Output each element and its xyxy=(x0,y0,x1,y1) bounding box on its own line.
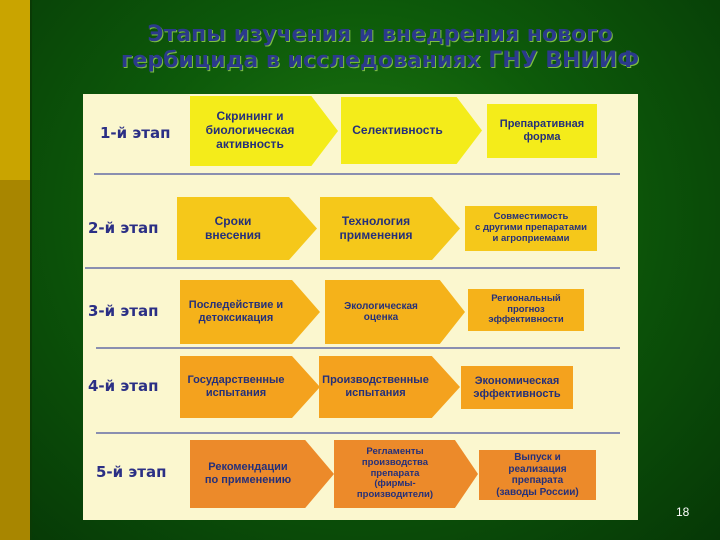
left-accent-bar-bottom xyxy=(0,180,30,540)
stage-5-step-2-text: Регламенты производства препарата (фирмы… xyxy=(356,445,434,501)
stage-3-divider xyxy=(96,347,620,349)
stage-2-step-1-text: Сроки внесения xyxy=(204,213,262,242)
stage-4-label: 4-й этап xyxy=(88,377,159,395)
stage-1-step-1-text: Скрининг и биологическая активность xyxy=(205,109,295,151)
stage-3-step-1-text: Последействие и детоксикация xyxy=(188,299,284,324)
stage-1-step-3-box: Препаративная форма xyxy=(487,104,597,158)
slide-title: Этапы изучения и внедрения нового гербиц… xyxy=(120,22,640,73)
stage-4-step-1-text: Государственные испытания xyxy=(187,374,285,399)
stage-1-label: 1-й этап xyxy=(100,124,171,142)
stage-5-step-1-arrow: Рекомендации по применению xyxy=(190,440,334,508)
left-accent-divider xyxy=(30,0,32,540)
stage-3-step-3-box: Региональный прогноз эффективности xyxy=(468,289,584,331)
stage-2-step-3-text: Совместимость с другими препаратами и аг… xyxy=(475,211,587,244)
stage-4-divider xyxy=(96,432,620,434)
stage-5-step-3-text: Выпуск и реализация препарата (заводы Ро… xyxy=(496,452,579,498)
stage-5-step-3-box: Выпуск и реализация препарата (заводы Ро… xyxy=(479,450,596,500)
page-number: 18 xyxy=(676,505,690,519)
stage-3-label: 3-й этап xyxy=(88,302,159,320)
stage-1-step-3-text: Препаративная форма xyxy=(499,118,585,143)
stage-1-step-2-text: Селективность xyxy=(352,122,443,137)
stage-3-step-1-arrow: Последействие и детоксикация xyxy=(180,280,320,344)
stage-2-step-2-arrow: Технология применения xyxy=(320,197,460,260)
stage-4-step-2-arrow: Производственные испытания xyxy=(319,356,460,418)
stage-4-step-1-arrow: Государственные испытания xyxy=(180,356,320,418)
stage-1-divider xyxy=(94,173,620,175)
stage-2-step-1-arrow: Сроки внесения xyxy=(177,197,317,260)
stage-4-step-2-text: Производственные испытания xyxy=(322,374,429,399)
stage-5-step-1-text: Рекомендации по применению xyxy=(204,461,292,486)
stage-3-step-3-text: Региональный прогноз эффективности xyxy=(488,292,564,326)
stage-5-label: 5-й этап xyxy=(96,463,167,481)
stage-2-label: 2-й этап xyxy=(88,219,159,237)
stage-2-step-2-text: Технология применения xyxy=(339,213,413,242)
stage-1-step-2-arrow: Селективность xyxy=(341,97,482,164)
stage-3-step-2-text: Экологическая оценка xyxy=(344,300,418,324)
stage-4-step-3-text: Экономическая эффективность xyxy=(473,374,561,400)
stage-5-step-2-arrow: Регламенты производства препарата (фирмы… xyxy=(334,440,478,508)
stage-1-step-1-arrow: Скрининг и биологическая активность xyxy=(190,96,338,166)
stage-2-step-3-box: Совместимость с другими препаратами и аг… xyxy=(465,206,597,251)
left-accent-bar-top xyxy=(0,0,30,180)
stage-2-divider xyxy=(85,267,620,269)
stage-3-step-2-arrow: Экологическая оценка xyxy=(325,280,465,344)
stage-4-step-3-box: Экономическая эффективность xyxy=(461,366,573,409)
